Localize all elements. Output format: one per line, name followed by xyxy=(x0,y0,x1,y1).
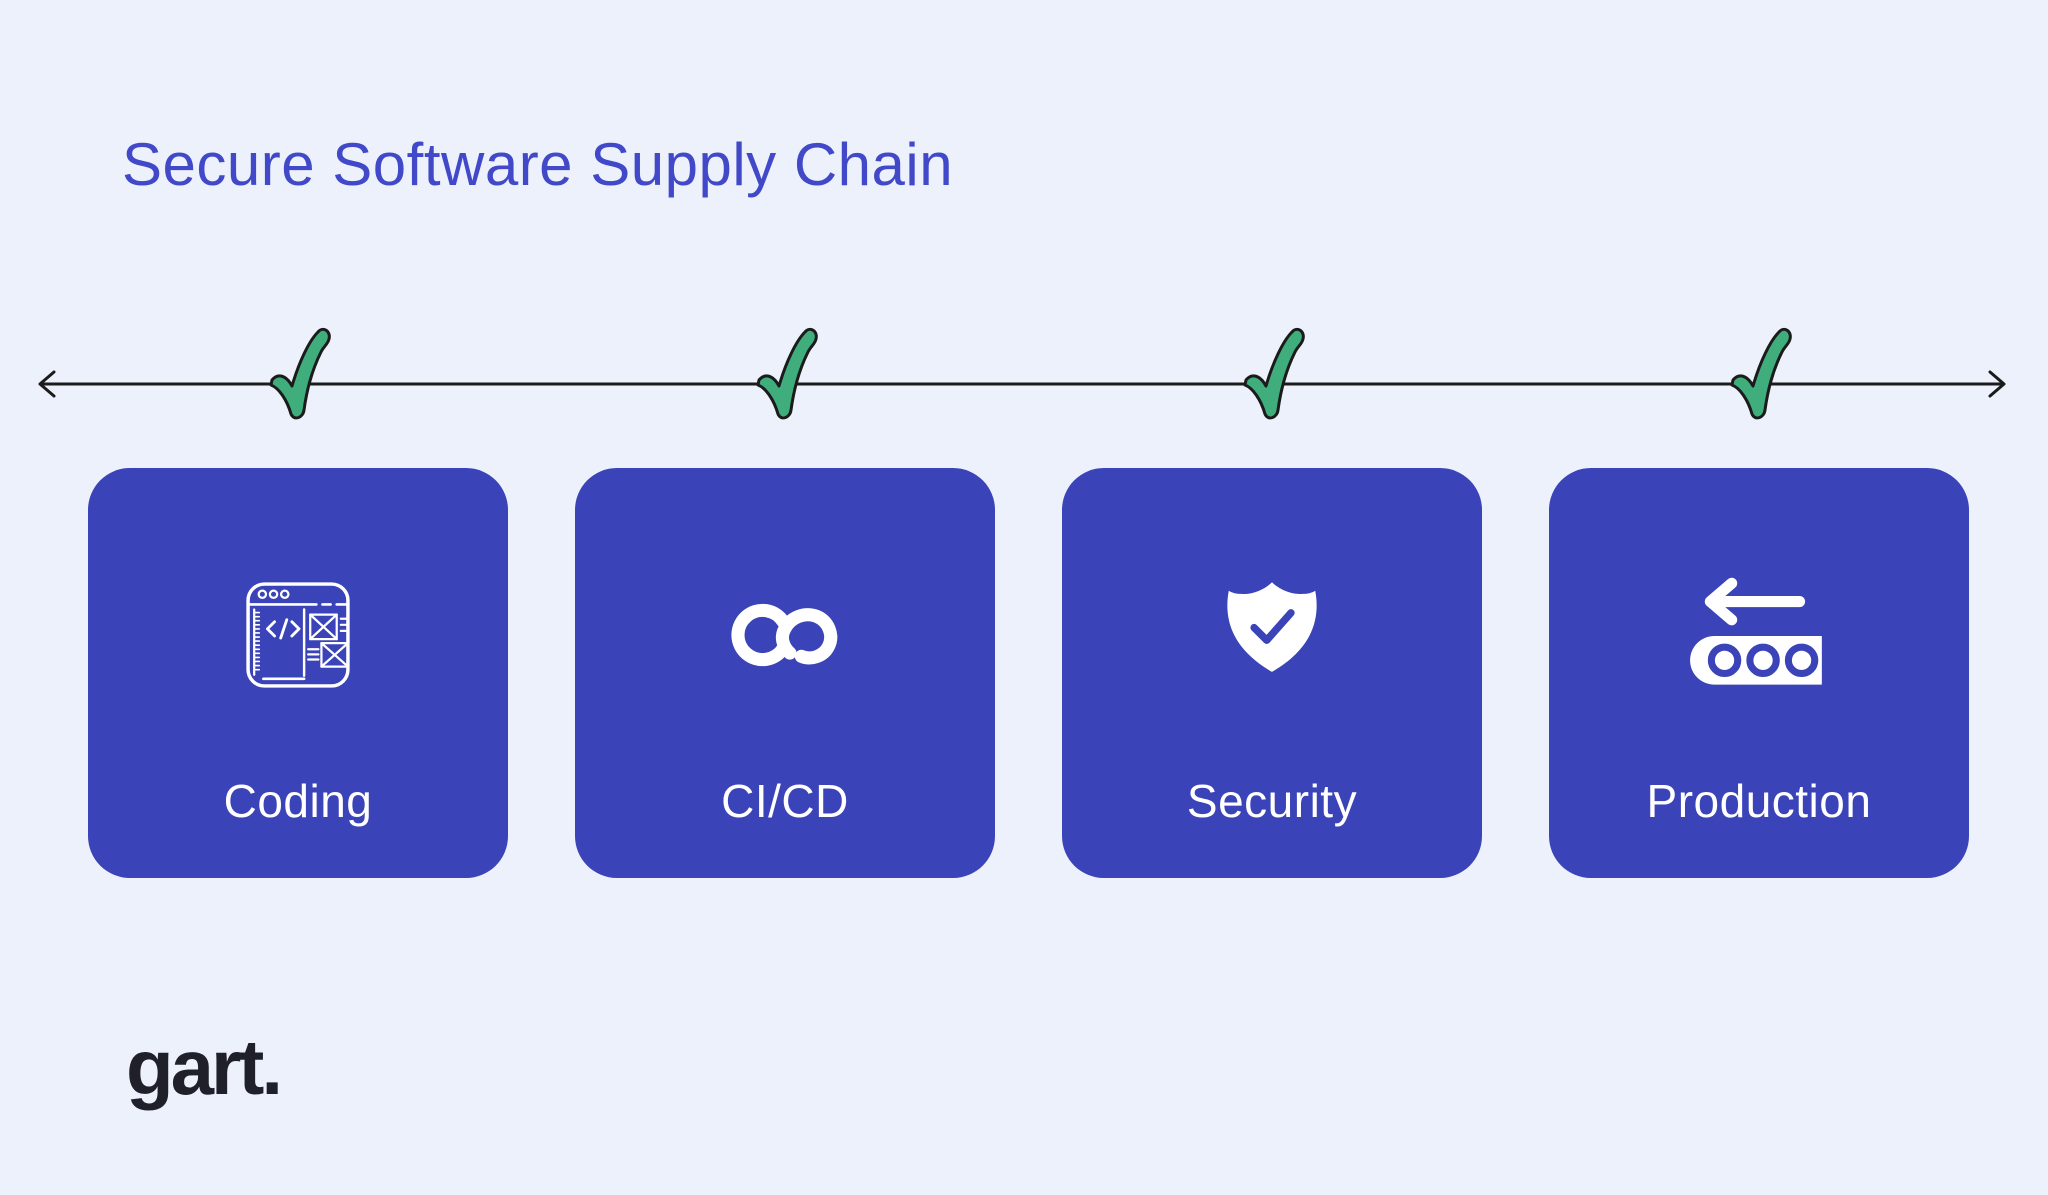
card-icon-wrap xyxy=(575,468,995,802)
shield-check-icon xyxy=(1227,582,1317,672)
card-label: Security xyxy=(1186,775,1358,827)
conveyor-belt-icon xyxy=(1690,577,1822,685)
card-label: Coding xyxy=(223,775,373,827)
checkmark-icon xyxy=(269,327,331,420)
page-title: Secure Software Supply Chain xyxy=(122,131,954,198)
card-cicd: CI/CD xyxy=(575,468,995,878)
card-coding: Coding xyxy=(88,468,508,878)
checkmark-icon xyxy=(1243,327,1305,420)
card-security: Security xyxy=(1062,468,1482,878)
card-production: Production xyxy=(1549,468,1969,878)
stage-cards-row: Coding CI/CD Security xyxy=(88,468,1969,878)
gart-logo: gart. xyxy=(126,1023,283,1111)
card-icon-wrap xyxy=(1549,468,1969,802)
card-icon-wrap xyxy=(88,468,508,802)
card-label: CI/CD xyxy=(721,775,849,827)
checkmark-icon xyxy=(756,327,818,420)
infinity-icon xyxy=(731,603,838,667)
card-icon-wrap xyxy=(1062,468,1482,802)
timeline-svg xyxy=(38,327,2006,420)
arrowhead-right-icon xyxy=(1988,370,2006,398)
arrowhead-left-icon xyxy=(38,370,56,398)
checkmark-icon xyxy=(1730,327,1792,420)
code-window-icon xyxy=(246,582,350,688)
card-label: Production xyxy=(1646,775,1872,827)
